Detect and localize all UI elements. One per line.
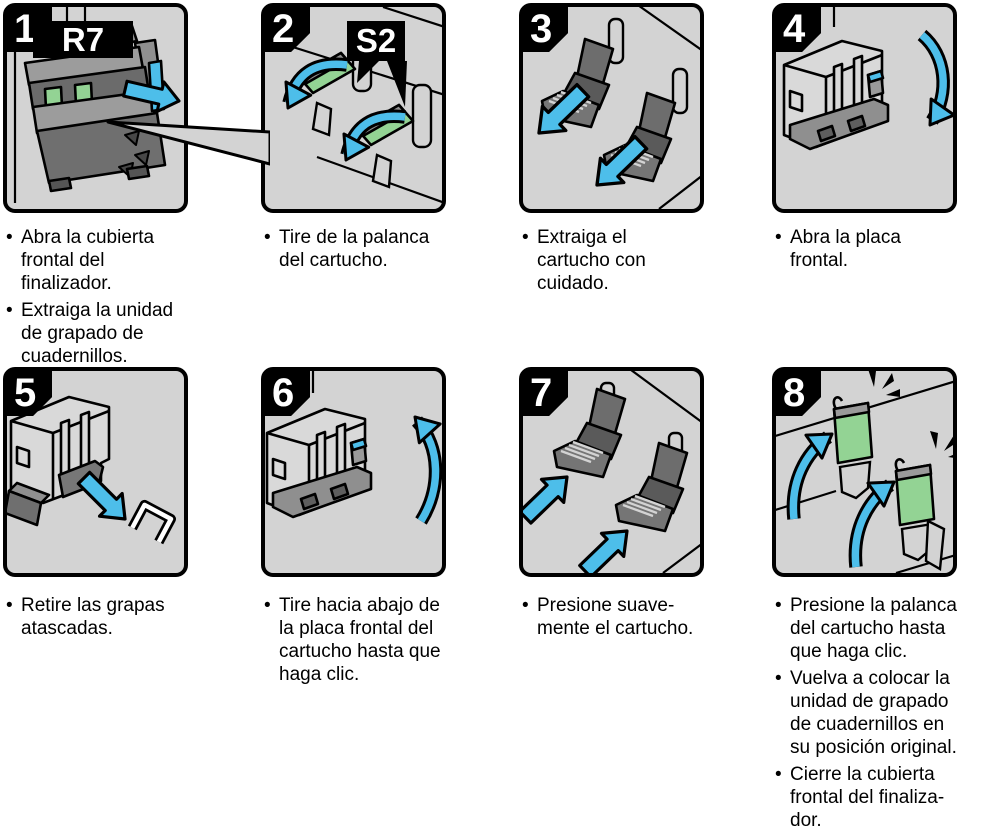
- green-lever: [832, 396, 874, 465]
- blue-curved-arrow-icon: [917, 29, 953, 127]
- step-number: 8: [783, 371, 806, 415]
- instruction-text: Extraiga la unidad de grapado de cuadern…: [21, 300, 174, 367]
- step-8-illustration: [776, 371, 953, 573]
- instruction-bullet: • Retire las grapas atascadas.: [6, 594, 218, 640]
- bullet-dot: •: [775, 227, 782, 248]
- instruction-bullet: • Extraiga la unidad de grapado de cuader…: [6, 299, 218, 368]
- unit-label-r7: R7: [33, 21, 133, 58]
- instruction-text: Tire hacia abajo de la placa frontal del…: [279, 595, 441, 685]
- instruction-text: Vuelva a colocar la unidad de grapado de…: [790, 668, 957, 758]
- step-panel-1: 1 R7: [3, 3, 188, 213]
- step-6-illustration: [265, 371, 442, 525]
- bullet-dot: •: [775, 595, 782, 616]
- step-4-illustration: [782, 7, 953, 151]
- bullet-dot: •: [264, 227, 271, 248]
- instruction-bullet: • Abra la placa frontal.: [775, 226, 984, 272]
- step-4-caption: • Abra la placa frontal.: [775, 226, 984, 272]
- step-1-caption: • Abra la cubierta frontal del finalizado…: [6, 226, 218, 368]
- instruction-text: Presione la palanca del cartucho hasta q…: [790, 595, 957, 662]
- blue-knob: [349, 437, 368, 452]
- step-panel-6: 6: [261, 367, 446, 577]
- instruction-text: Abra la placa frontal.: [790, 227, 901, 271]
- step-number: 1: [14, 7, 37, 51]
- step-7-caption: • Presione suave- mente el cartucho.: [522, 594, 734, 640]
- instruction-text: Cierre la cubierta frontal del finaliza-…: [790, 764, 945, 826]
- blue-curved-arrow-icon: [848, 479, 896, 568]
- cartridge-housing: [838, 460, 946, 571]
- step-5-caption: • Retire las grapas atascadas.: [6, 594, 218, 640]
- blue-knob: [866, 69, 885, 84]
- step-number: 3: [530, 7, 553, 51]
- step-panel-7: 7: [519, 367, 704, 577]
- bullet-dot: •: [522, 227, 529, 248]
- step-2-caption: • Tire de la palanca del cartucho.: [264, 226, 476, 272]
- unit-label-s2: S2: [347, 21, 405, 61]
- bullet-dot: •: [775, 668, 782, 689]
- blue-curved-arrow-icon: [786, 431, 834, 520]
- staple-cartridge: [552, 387, 627, 479]
- bullet-dot: •: [6, 300, 13, 321]
- click-burst: [930, 431, 953, 458]
- instruction-text: Extraiga el cartucho con cuidado.: [537, 227, 646, 294]
- blue-curved-arrow-icon: [340, 109, 406, 162]
- instruction-bullet: • Vuelva a colocar la unidad de grapado d…: [775, 667, 984, 759]
- bullet-dot: •: [6, 595, 13, 616]
- s2-pointer: [357, 61, 379, 83]
- bullet-dot: •: [264, 595, 271, 616]
- unit-label-text: S2: [355, 22, 397, 59]
- blue-curved-arrow-icon: [411, 415, 442, 525]
- instruction-bullet: • Presione suave- mente el cartucho.: [522, 594, 734, 640]
- step-panel-2: 2 S2: [261, 3, 446, 213]
- bullet-dot: •: [522, 595, 529, 616]
- staple-cartridge: [614, 441, 689, 533]
- step-8-caption: • Presione la palanca del cartucho hasta …: [775, 594, 984, 826]
- step-number: 6: [272, 371, 295, 415]
- instruction-text: Abra la cubierta frontal del finalizador…: [21, 227, 155, 294]
- blue-arrow-up-right-icon: [523, 475, 569, 525]
- cartridge-outline-open: [7, 395, 111, 527]
- instruction-text: Presione suave- mente el cartucho.: [537, 595, 694, 639]
- unit-label-text: R7: [61, 20, 105, 58]
- instruction-bullet: • Extraiga el cartucho con cuidado.: [522, 226, 734, 295]
- step-panel-8: 8: [772, 367, 957, 577]
- blue-arrow-down-left-icon: [595, 134, 649, 187]
- step-number: 7: [530, 371, 553, 415]
- instruction-bullet: • Cierre la cubierta frontal del finaliza…: [775, 763, 984, 826]
- instruction-text: Retire las grapas atascadas.: [21, 595, 165, 639]
- blue-arrow-up-right-icon: [578, 529, 629, 573]
- step-panel-5: 5: [3, 367, 188, 577]
- click-burst: [868, 371, 900, 397]
- blue-arrow-down-right-icon: [76, 470, 127, 521]
- step-number-badge: 3: [523, 7, 568, 52]
- bullet-dot: •: [6, 227, 13, 248]
- cartridge-outline: [265, 407, 373, 519]
- blue-arrow-right-icon: [122, 79, 181, 114]
- instruction-bullet: • Abra la cubierta frontal del finalizado…: [6, 226, 218, 295]
- blue-curved-arrow-icon: [282, 57, 348, 110]
- step-number: 2: [272, 7, 295, 51]
- jammed-staple: [127, 499, 176, 545]
- step-3-caption: • Extraiga el cartucho con cuidado.: [522, 226, 734, 295]
- blue-arrow-down-left-icon: [537, 82, 591, 135]
- step-number: 5: [14, 371, 37, 415]
- callout-wedge: [106, 120, 270, 166]
- instruction-bullet: • Tire hacia abajo de la placa frontal de…: [264, 594, 476, 686]
- step-7-illustration: [523, 371, 700, 573]
- step-panel-4: 4: [772, 3, 957, 213]
- cartridge-outline: [782, 39, 890, 151]
- instruction-bullet: • Presione la palanca del cartucho hasta …: [775, 594, 984, 663]
- step-panel-3: 3: [519, 3, 704, 213]
- step-number: 4: [783, 7, 806, 51]
- step-5-illustration: [7, 371, 176, 545]
- step-6-caption: • Tire hacia abajo de la placa frontal de…: [264, 594, 476, 686]
- instruction-text: Tire de la palanca del cartucho.: [279, 227, 430, 271]
- s2-pointer: [387, 61, 407, 107]
- bullet-dot: •: [775, 764, 782, 785]
- green-lever: [894, 458, 936, 527]
- instruction-bullet: • Tire de la palanca del cartucho.: [264, 226, 476, 272]
